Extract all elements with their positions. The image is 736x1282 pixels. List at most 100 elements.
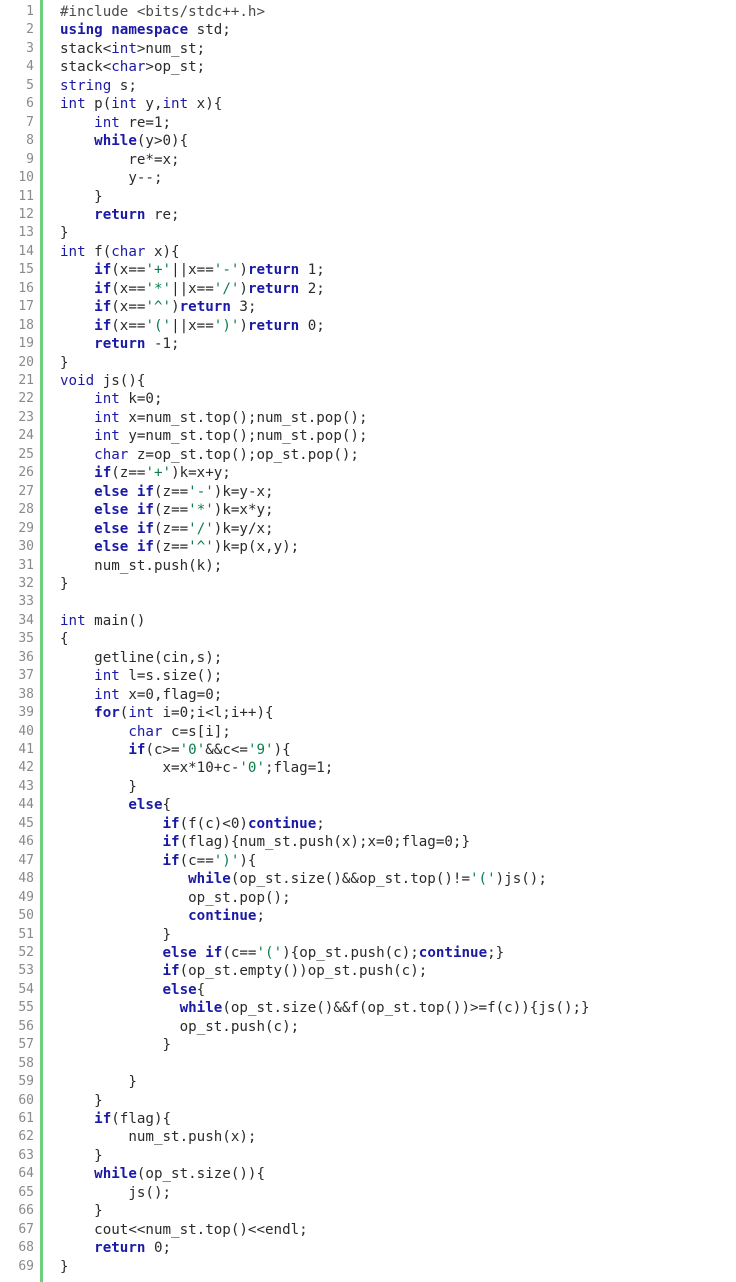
line-text: js(); bbox=[60, 1184, 172, 1201]
code-line: 65 js(); bbox=[0, 1184, 736, 1203]
code-line: 37 int l=s.size(); bbox=[0, 667, 736, 686]
line-text: cout<<num_st.top()<<endl; bbox=[60, 1221, 308, 1238]
code-line: 10 y--; bbox=[0, 169, 736, 188]
line-number: 8 bbox=[26, 133, 34, 149]
line-text: } bbox=[60, 1203, 103, 1220]
line-number: 69 bbox=[18, 1258, 34, 1274]
line-text: } bbox=[60, 1092, 103, 1109]
line-text: op_st.push(c); bbox=[60, 1018, 300, 1035]
line-number: 9 bbox=[26, 151, 34, 167]
code-line: 53 if(op_st.empty())op_st.push(c); bbox=[0, 962, 736, 981]
code-line: 46 if(flag){num_st.push(x);x=0;flag=0;} bbox=[0, 833, 736, 852]
line-text: num_st.push(k); bbox=[60, 557, 223, 574]
line-text: int x=num_st.top();num_st.pop(); bbox=[94, 409, 368, 426]
line-number: 52 bbox=[18, 944, 34, 960]
code-line: 25 char z=op_st.top();op_st.pop(); bbox=[0, 446, 736, 465]
line-text: if(x=='('||x==')')return 0; bbox=[94, 317, 325, 334]
line-text: else{ bbox=[162, 981, 206, 998]
line-number: 51 bbox=[18, 926, 34, 942]
line-number-gutter bbox=[0, 0, 43, 1282]
code-line: 9 re*=x; bbox=[0, 151, 736, 170]
line-number: 14 bbox=[18, 243, 34, 259]
line-text: while(op_st.size()){ bbox=[94, 1166, 266, 1183]
line-number: 21 bbox=[18, 373, 34, 388]
line-number: 26 bbox=[18, 465, 34, 481]
code-line: 26 if(z=='+')k=x+y; bbox=[0, 464, 736, 483]
line-text: int x=0,flag=0; bbox=[94, 686, 223, 703]
line-text: op_st.pop(); bbox=[60, 889, 291, 906]
line-text: if(c>='0'&&c<='9'){ bbox=[128, 742, 291, 758]
line-number: 63 bbox=[18, 1147, 34, 1163]
code-line: 1 #include <bits/stdc++.h> bbox=[0, 3, 736, 22]
code-line: 29 else if(z=='/')k=y/x; bbox=[0, 520, 736, 539]
line-text: } bbox=[60, 1147, 103, 1164]
line-number: 11 bbox=[18, 188, 34, 204]
line-text: re*=x; bbox=[60, 151, 180, 168]
line-text: } bbox=[60, 354, 69, 371]
code-line: 64 while(op_st.size()){ bbox=[0, 1165, 736, 1184]
line-number: 64 bbox=[18, 1166, 34, 1182]
line-number: 43 bbox=[18, 778, 34, 794]
line-text: { bbox=[60, 631, 69, 648]
line-number: 44 bbox=[18, 797, 34, 813]
line-text: else{ bbox=[128, 797, 172, 814]
line-number: 28 bbox=[18, 502, 34, 518]
line-number: 66 bbox=[18, 1203, 34, 1219]
code-line: 45 if(f(c)<0)continue; bbox=[0, 815, 736, 834]
line-text: stack<int>num_st; bbox=[60, 40, 206, 57]
line-text: for(int i=0;i<l;i++){ bbox=[94, 705, 274, 722]
code-line: 54 else{ bbox=[0, 981, 736, 1000]
line-text: else if(z=='/')k=y/x; bbox=[94, 520, 274, 537]
line-text: #include <bits/stdc++.h> bbox=[60, 4, 265, 20]
code-line: 59 } bbox=[0, 1073, 736, 1092]
code-line: 40 char c=s[i]; bbox=[0, 723, 736, 742]
line-text: if(c==')'){ bbox=[162, 852, 257, 869]
line-text: int l=s.size(); bbox=[94, 668, 223, 685]
code-line: 35{ bbox=[0, 630, 736, 649]
line-text: else if(z=='^')k=p(x,y); bbox=[94, 539, 300, 556]
line-text: } bbox=[60, 1074, 137, 1091]
line-text: y--; bbox=[60, 170, 163, 187]
line-text: getline(cin,s); bbox=[60, 649, 223, 666]
line-text: else if(z=='-')k=y-x; bbox=[94, 483, 274, 500]
code-line: 16 if(x=='*'||x=='/')return 2; bbox=[0, 280, 736, 299]
line-text: int f(char x){ bbox=[60, 243, 180, 260]
code-line: 8 while(y>0){ bbox=[0, 132, 736, 151]
code-line: 58 bbox=[0, 1055, 736, 1074]
line-text: else if(c=='('){op_st.push(c);continue;} bbox=[162, 944, 505, 961]
line-text: } bbox=[60, 1037, 172, 1054]
code-line: 44 else{ bbox=[0, 796, 736, 815]
code-line: 13} bbox=[0, 224, 736, 243]
line-text: void js(){ bbox=[60, 373, 146, 389]
line-text: int k=0; bbox=[94, 391, 163, 408]
line-number: 1 bbox=[26, 4, 34, 19]
line-number: 18 bbox=[18, 317, 34, 333]
line-number: 33 bbox=[18, 594, 34, 610]
line-text: if(x=='^')return 3; bbox=[94, 299, 257, 316]
line-number: 54 bbox=[18, 981, 34, 997]
line-number: 23 bbox=[18, 409, 34, 425]
code-line: 20} bbox=[0, 354, 736, 373]
line-text: if(f(c)<0)continue; bbox=[162, 815, 325, 832]
line-number: 61 bbox=[18, 1111, 34, 1126]
line-number: 32 bbox=[18, 575, 34, 591]
line-text: int re=1; bbox=[94, 114, 172, 131]
code-line: 43 } bbox=[0, 778, 736, 797]
code-line: 61 if(flag){ bbox=[0, 1110, 736, 1129]
code-line: 55 while(op_st.size()&&f(op_st.top())>=f… bbox=[0, 999, 736, 1018]
line-number: 41 bbox=[18, 742, 34, 757]
line-number: 2 bbox=[26, 22, 34, 38]
code-line: 60 } bbox=[0, 1092, 736, 1111]
code-line: 56 op_st.push(c); bbox=[0, 1018, 736, 1037]
line-number: 55 bbox=[18, 1000, 34, 1016]
line-number: 31 bbox=[18, 557, 34, 573]
code-line: 66 } bbox=[0, 1202, 736, 1221]
line-text: char z=op_st.top();op_st.pop(); bbox=[94, 446, 359, 463]
line-text: } bbox=[60, 188, 103, 205]
line-number: 17 bbox=[18, 299, 34, 315]
line-text: if(x=='*'||x=='/')return 2; bbox=[94, 280, 325, 297]
line-text: if(flag){num_st.push(x);x=0;flag=0;} bbox=[162, 834, 471, 851]
line-number: 19 bbox=[18, 336, 34, 352]
